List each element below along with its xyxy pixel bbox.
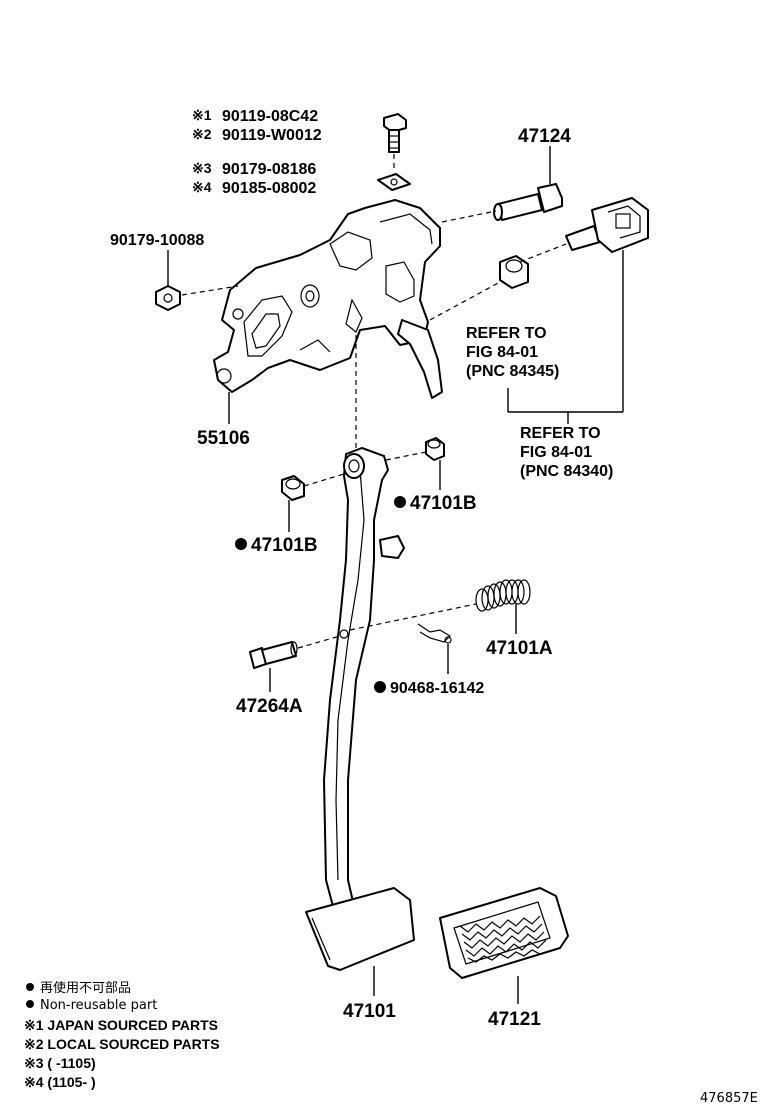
label-bolt-1: 90119-08C42	[222, 108, 318, 125]
bushing-47101b-right[interactable]	[425, 437, 445, 461]
pin-47264a[interactable]	[249, 641, 298, 669]
refer-b-line3: (PNC 84340)	[520, 463, 613, 480]
bolt-90119[interactable]	[383, 113, 407, 153]
brake-pedal-arm[interactable]	[323, 447, 405, 911]
legend-dot-en	[26, 1000, 34, 1008]
legend-nonreusable-jp: 再使用不可部品	[40, 980, 131, 996]
refer-a-line1: REFER TO	[466, 325, 547, 342]
pin-47124[interactable]	[493, 183, 563, 221]
mark-2: ※2	[192, 126, 212, 142]
legend-note-3: ※3 ( -1105)	[24, 1055, 96, 1071]
nonreusable-dot	[394, 496, 406, 508]
label-90179-10088: 90179-10088	[110, 232, 204, 249]
legend-note-2: ※2 LOCAL SOURCED PARTS	[24, 1036, 220, 1052]
label-47264a: 47264A	[236, 696, 303, 717]
label-47124: 47124	[518, 126, 571, 147]
legend-note-1: ※1 JAPAN SOURCED PARTS	[24, 1017, 218, 1033]
label-55106: 55106	[197, 428, 250, 449]
mark-1: ※1	[192, 107, 212, 123]
label-47101b-left: 47101B	[251, 535, 318, 556]
nonreusable-dot	[235, 538, 247, 550]
stop-lamp-switch[interactable]	[565, 197, 649, 253]
bushing-47101b-left[interactable]	[281, 475, 305, 501]
return-spring[interactable]	[475, 579, 531, 612]
label-47101a: 47101A	[486, 638, 553, 659]
label-nut-4: 90185-08002	[222, 180, 316, 197]
pedal-bracket[interactable]	[213, 199, 443, 399]
label-90468-16142: 90468-16142	[390, 680, 484, 697]
nut-90179[interactable]	[377, 173, 411, 191]
refer-a-line3: (PNC 84345)	[466, 363, 559, 380]
mark-4: ※4	[192, 179, 212, 195]
legend-dot-jp	[26, 983, 34, 991]
refer-b-line1: REFER TO	[520, 425, 601, 442]
label-nut-3: 90179-08186	[222, 161, 316, 178]
label-47101: 47101	[343, 1001, 396, 1022]
diagram-id: 476857E	[700, 1091, 758, 1106]
clip-90468[interactable]	[417, 623, 452, 644]
pedal-pad-47101[interactable]	[305, 887, 415, 971]
mark-3: ※3	[192, 160, 212, 176]
refer-a-line2: FIG 84-01	[466, 344, 538, 361]
label-47101b-right: 47101B	[410, 493, 477, 514]
refer-b-line2: FIG 84-01	[520, 444, 592, 461]
pedal-cover-47121[interactable]	[439, 887, 569, 979]
nonreusable-dot	[374, 681, 386, 693]
legend-note-4: ※4 (1105- )	[24, 1074, 96, 1090]
nut-90179-10088[interactable]	[155, 285, 181, 311]
label-bolt-2: 90119-W0012	[222, 127, 322, 144]
legend-nonreusable-en: Non-reusable part	[40, 998, 157, 1013]
label-47121: 47121	[488, 1009, 541, 1030]
bushing-upper[interactable]	[499, 255, 529, 289]
